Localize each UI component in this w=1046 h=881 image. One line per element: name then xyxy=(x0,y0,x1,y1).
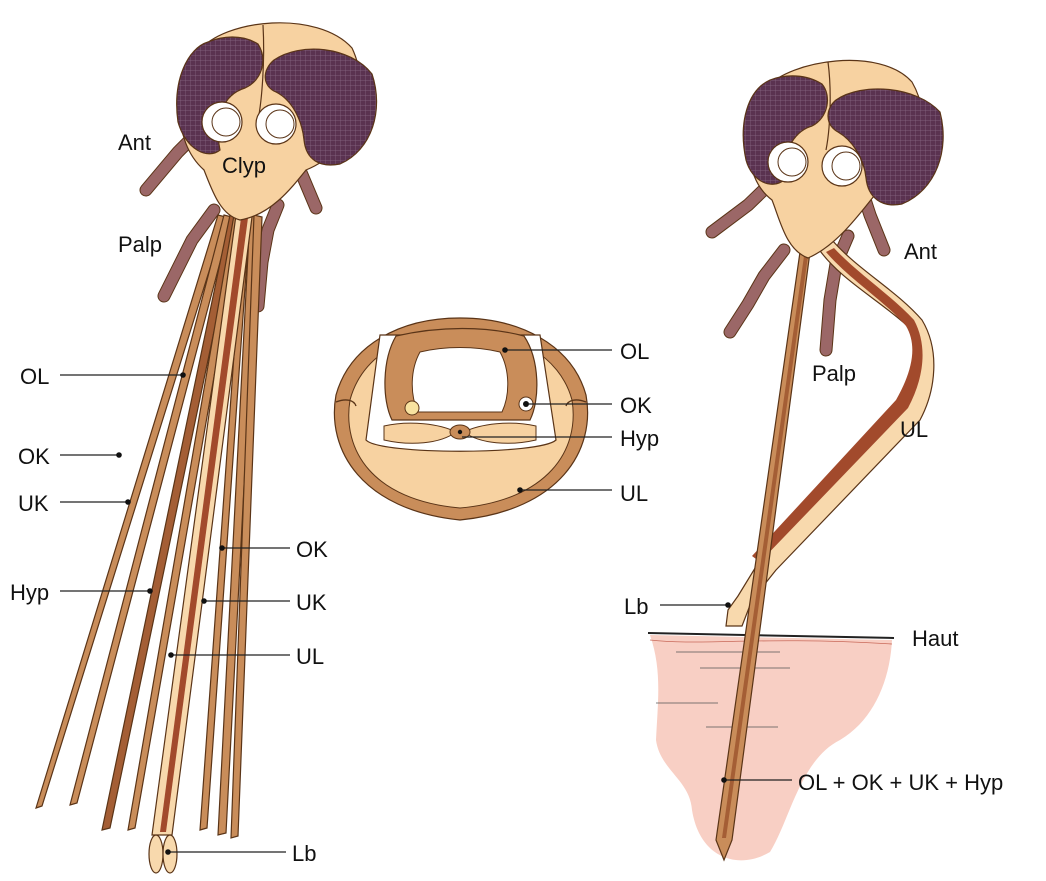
label-uk-right: UK xyxy=(296,590,327,615)
skin-tissue xyxy=(650,635,892,860)
left-mosquito-head-view xyxy=(36,23,377,873)
label-ul-right: UL xyxy=(900,417,928,442)
label-ok-left: OK xyxy=(18,444,50,469)
label-lb-right: Lb xyxy=(624,594,648,619)
label-palp-right: Palp xyxy=(812,361,856,386)
label-ul-left: UL xyxy=(296,644,324,669)
label-combined-stylets: OL + OK + UK + Hyp xyxy=(798,770,1003,795)
left-stylets xyxy=(36,215,262,873)
label-ul-cross: UL xyxy=(620,481,648,506)
right-mosquito-head-view xyxy=(648,60,943,860)
label-palp-left: Palp xyxy=(118,232,162,257)
label-haut: Haut xyxy=(912,626,958,651)
label-uk-left: UK xyxy=(18,491,49,516)
label-ok-right: OK xyxy=(296,537,328,562)
label-hyp-cross: Hyp xyxy=(620,426,659,451)
label-ol-left: OL xyxy=(20,364,49,389)
label-ol-cross: OL xyxy=(620,339,649,364)
label-clyp: Clyp xyxy=(222,153,266,178)
label-ant-left: Ant xyxy=(118,130,151,155)
label-lb-left: Lb xyxy=(292,841,316,866)
label-ok-cross: OK xyxy=(620,393,652,418)
label-hyp-left: Hyp xyxy=(10,580,49,605)
label-ant-right: Ant xyxy=(904,239,937,264)
